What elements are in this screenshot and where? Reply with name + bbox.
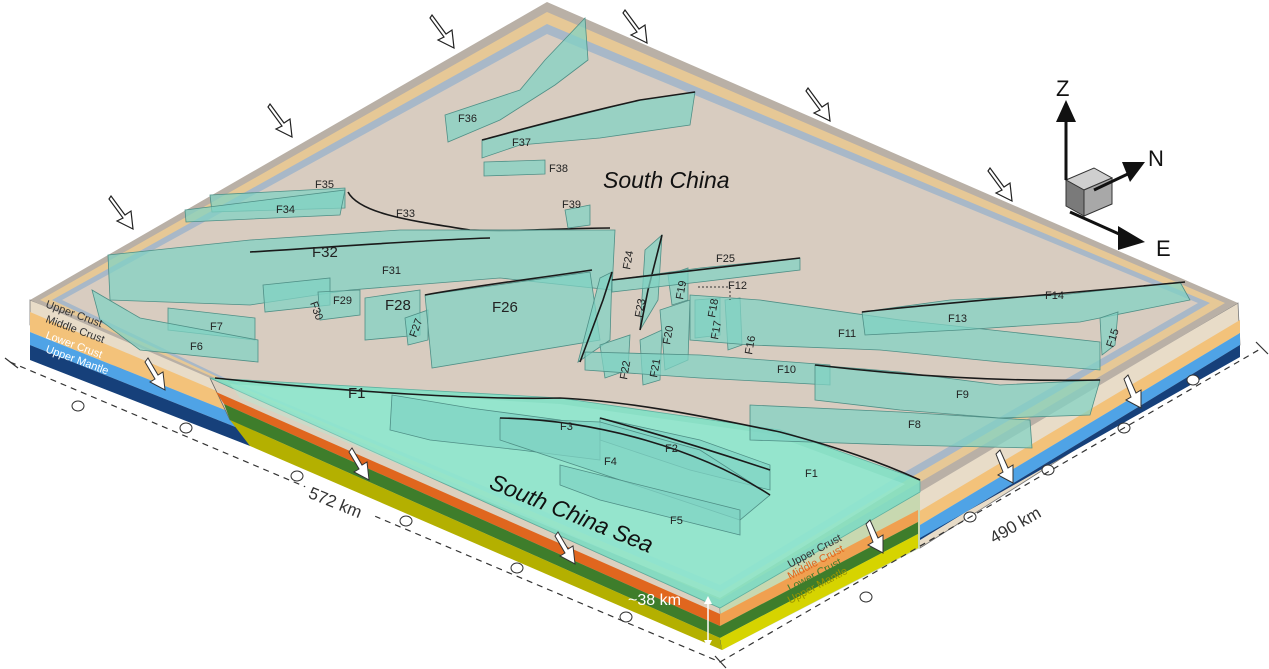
fault-label: F20 [661, 325, 676, 346]
fault-label: F38 [549, 163, 568, 175]
fault-label: F28 [385, 297, 411, 314]
fault-label: F37 [512, 137, 531, 149]
right-side-block [720, 302, 1241, 650]
axis-n-label: N [1148, 146, 1164, 171]
axis-e-label: E [1156, 236, 1171, 261]
fault-label: F13 [948, 313, 967, 325]
fault-label: F21 [648, 358, 663, 379]
axis-z-label: Z [1056, 76, 1069, 101]
fault-label: F2 [665, 443, 678, 455]
fault-label: F14 [1045, 290, 1064, 302]
fault-label: F5 [670, 515, 683, 527]
fault-label: F31 [382, 265, 401, 277]
fault-labels: F1 F1 F2 F3 F4 F5 F6 F7 F8 F9 F10 F11 F1… [190, 113, 1122, 527]
fault-label: F24 [621, 250, 636, 271]
fault-label: F36 [458, 113, 477, 125]
fault-label: F6 [190, 341, 203, 353]
depth-indicator: ~38 km [628, 592, 712, 648]
top-surface [30, 2, 1238, 608]
roller-supports [71, 374, 1200, 623]
fault-label: F12 [728, 280, 747, 292]
fault-label: F17 [709, 320, 724, 341]
fault-label: F32 [312, 244, 338, 261]
fault-label: F10 [777, 364, 796, 376]
left-side-block [29, 299, 723, 650]
fault-label: F29 [333, 295, 352, 307]
fault-label: F7 [210, 321, 223, 333]
fault-label: F8 [908, 419, 921, 431]
fault-label: F35 [315, 179, 334, 191]
compression-arrows [108, 8, 1013, 231]
fault-label: F9 [956, 389, 969, 401]
fault-label: F15 [1104, 327, 1121, 349]
fault-label: F4 [604, 456, 617, 468]
fault-label: F1 [805, 468, 818, 480]
fault-label: F11 [838, 328, 856, 340]
fault-label: F19 [674, 280, 689, 301]
fault-label: F39 [562, 199, 581, 211]
fault-label: F23 [633, 298, 648, 319]
fault-label: F1 [348, 385, 366, 402]
coordinate-axes: Z N E [1056, 76, 1171, 261]
fault-label: F18 [706, 298, 721, 319]
fault-label: F22 [618, 360, 633, 381]
fault-label: F25 [716, 253, 735, 265]
fault-label: F26 [492, 299, 518, 316]
region-label-land: South China [603, 167, 730, 193]
fault-planes [91, 17, 1191, 536]
displacement-arrows [144, 357, 1142, 565]
depth-label: ~38 km [628, 592, 681, 609]
fault-label: F34 [276, 204, 295, 216]
fault-label: F16 [743, 335, 758, 356]
fault-label: F33 [396, 208, 415, 220]
fault-label: F3 [560, 421, 573, 433]
